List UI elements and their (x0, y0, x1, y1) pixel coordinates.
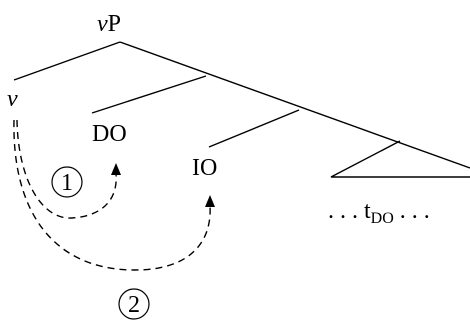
trace-label: . . . tDO . . . (328, 198, 430, 227)
io-label: IO (192, 155, 217, 181)
movement-arrow-2-head (205, 195, 215, 207)
root-label: vP (97, 11, 121, 37)
do-label: DO (92, 121, 127, 147)
trace-suffix: . . . (394, 198, 430, 224)
movement-number-2: 2 (128, 292, 140, 318)
branch-root-to-v (13, 41, 121, 81)
trace-subscript: DO (371, 210, 394, 227)
movement-number-2-circle (118, 288, 150, 320)
root-label-rest: P (108, 11, 121, 37)
branch-spine (119, 41, 470, 169)
subtree-triangle (330, 140, 470, 178)
movement-arrow-2 (13, 119, 211, 271)
v-head-label: v (7, 86, 18, 112)
movement-arrow-1-head (111, 163, 121, 175)
branch-to-io (208, 109, 300, 148)
movement-arrow-1 (16, 119, 117, 219)
trace-prefix: . . . t (328, 198, 371, 224)
branch-to-do (91, 75, 207, 114)
movement-number-1: 1 (61, 170, 73, 196)
root-label-italic: v (97, 11, 108, 37)
movement-number-1-circle (51, 166, 83, 198)
